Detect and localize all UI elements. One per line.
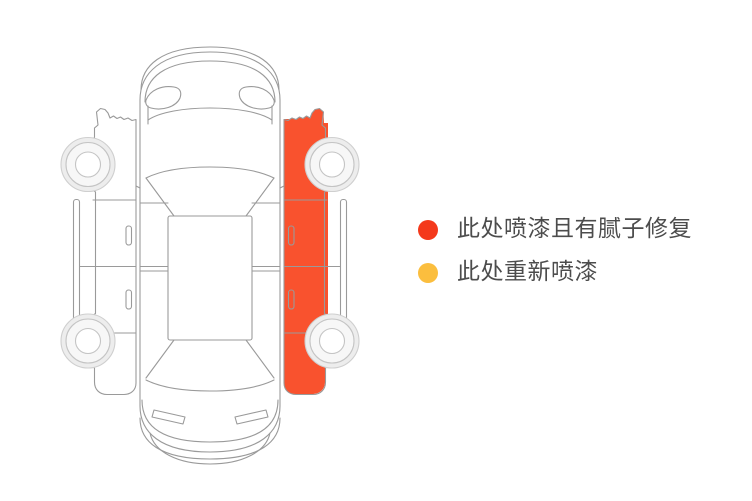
hood-outline bbox=[147, 107, 273, 121]
rear-bumper-inner bbox=[141, 399, 279, 443]
wheel-right-front bbox=[304, 136, 360, 193]
front-bumper-inner bbox=[144, 60, 276, 103]
front-bumper bbox=[140, 46, 280, 91]
taillight-right bbox=[234, 409, 269, 425]
mirror-right bbox=[279, 185, 285, 189]
right-front-door-handle bbox=[287, 225, 295, 246]
legend-item-putty-repair[interactable]: 此处喷漆且有腻子修复 bbox=[418, 208, 718, 251]
legend-item-label: 此处重新喷漆 bbox=[457, 259, 598, 285]
circle-icon bbox=[418, 219, 438, 240]
mirror-left bbox=[135, 185, 141, 189]
taillight-left bbox=[151, 409, 186, 425]
car-diagram-svg bbox=[60, 46, 360, 465]
wheel-right-rear bbox=[304, 313, 360, 369]
rear-bumper-outer bbox=[139, 417, 281, 460]
circle-icon bbox=[418, 262, 438, 283]
highlight-right-side-upper bbox=[284, 119, 308, 338]
car-diagram[interactable] bbox=[50, 28, 370, 473]
left-rear-door-handle bbox=[125, 289, 133, 310]
legend-item-repaint[interactable]: 此处重新喷漆 bbox=[418, 251, 718, 294]
rear-deck-line bbox=[145, 379, 275, 392]
roof-panel bbox=[167, 215, 253, 341]
rear-window bbox=[145, 339, 275, 379]
legend: 此处喷漆且有腻子修复 此处重新喷漆 bbox=[418, 208, 718, 294]
right-rear-door-handle bbox=[287, 289, 295, 310]
left-front-door-handle bbox=[125, 225, 133, 246]
wheel-left-rear bbox=[60, 313, 116, 369]
rear-bumper-lower bbox=[149, 432, 271, 465]
legend-item-label: 此处喷漆且有腻子修复 bbox=[457, 216, 692, 242]
wheel-left-front bbox=[60, 136, 116, 193]
cowl-line bbox=[145, 166, 275, 179]
